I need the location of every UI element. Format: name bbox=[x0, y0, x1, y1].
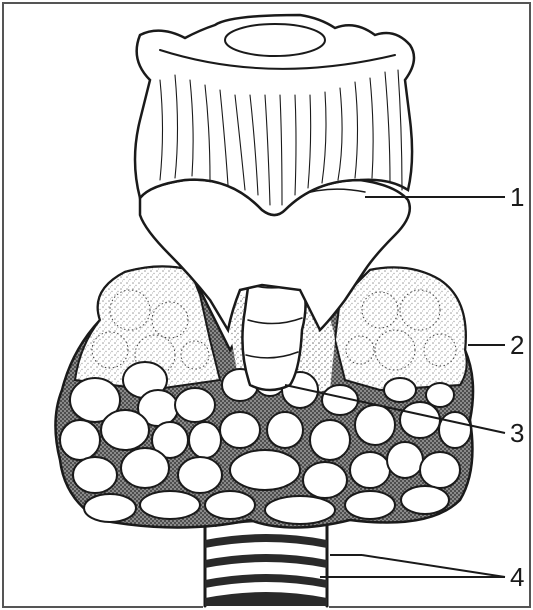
callout-1-label: 1 bbox=[510, 182, 524, 212]
callout-4-label: 4 bbox=[510, 562, 524, 592]
callout-3-label: 3 bbox=[510, 418, 524, 448]
callout-2-label: 2 bbox=[510, 330, 524, 360]
